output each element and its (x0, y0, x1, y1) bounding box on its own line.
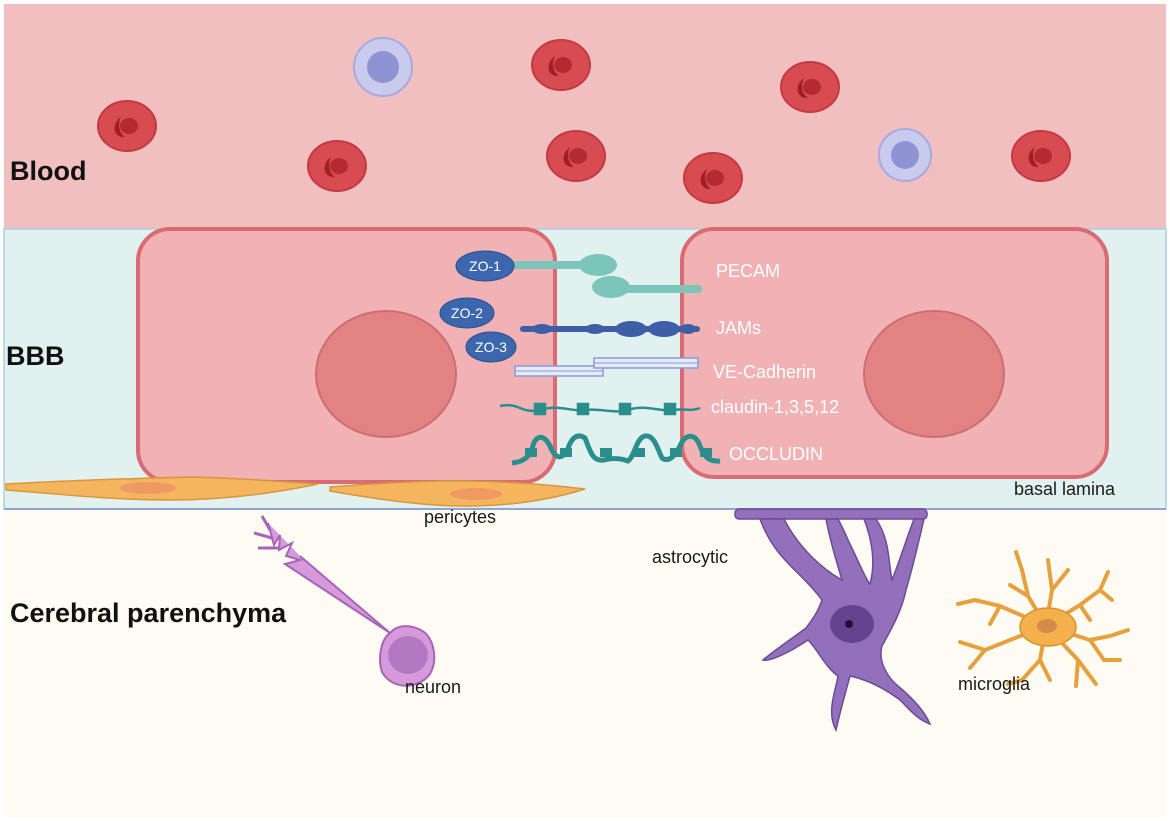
jams-label: JAMs (716, 318, 761, 338)
red-blood-cell (683, 152, 743, 204)
pecam-molecule (512, 254, 702, 298)
white-blood-cell (878, 128, 932, 182)
zo-1-label: ZO-1 (469, 258, 501, 274)
occludin-anchors (525, 448, 712, 457)
nucleus (315, 310, 457, 438)
claudin-molecule (499, 402, 701, 416)
pericyte-right (329, 480, 586, 507)
neuron-label: neuron (405, 677, 461, 697)
red-blood-cell (307, 140, 367, 192)
white-blood-cell (353, 37, 413, 97)
red-blood-cell (780, 61, 840, 113)
occludin-label: OCCLUDIN (729, 444, 823, 464)
microglia-body (1019, 607, 1077, 647)
occludin-molecule (511, 433, 721, 466)
basal-lamina-label: basal lamina (1014, 479, 1116, 499)
neuron-cell (253, 515, 436, 687)
zo-3-label: ZO-3 (475, 339, 507, 355)
jam-molecule (520, 321, 700, 337)
zo-3-protein: ZO-3 (465, 331, 517, 363)
red-blood-cell (531, 39, 591, 91)
zo-2-label: ZO-2 (451, 305, 483, 321)
red-blood-cell (1011, 130, 1071, 182)
red-blood-cell (546, 130, 606, 182)
blood-region (4, 4, 1166, 230)
ve-cadherin-label: VE-Cadherin (713, 362, 816, 382)
ve-cadherin-molecule (514, 357, 699, 377)
microglia-label: microglia (958, 674, 1031, 694)
zo-2-protein: ZO-2 (439, 297, 495, 329)
claudin-label: claudin-1,3,5,12 (711, 397, 839, 417)
pericytes-label: pericytes (424, 507, 496, 527)
region-label-blood: Blood (10, 156, 86, 186)
astrocytic-label: astrocytic (652, 547, 728, 567)
parenchyma-region (4, 509, 1166, 817)
region-label-bbb: BBB (6, 341, 65, 371)
nucleus (863, 310, 1005, 438)
pecam-label: PECAM (716, 261, 780, 281)
region-label-parenchyma: Cerebral parenchyma (10, 598, 287, 628)
zo-1-protein: ZO-1 (455, 250, 515, 282)
astrocyte-cell (734, 508, 932, 733)
endothelial-cell-right (680, 227, 1109, 479)
red-blood-cell (97, 100, 157, 152)
endothelial-cell-left (136, 227, 557, 484)
pericyte-left (5, 476, 319, 501)
